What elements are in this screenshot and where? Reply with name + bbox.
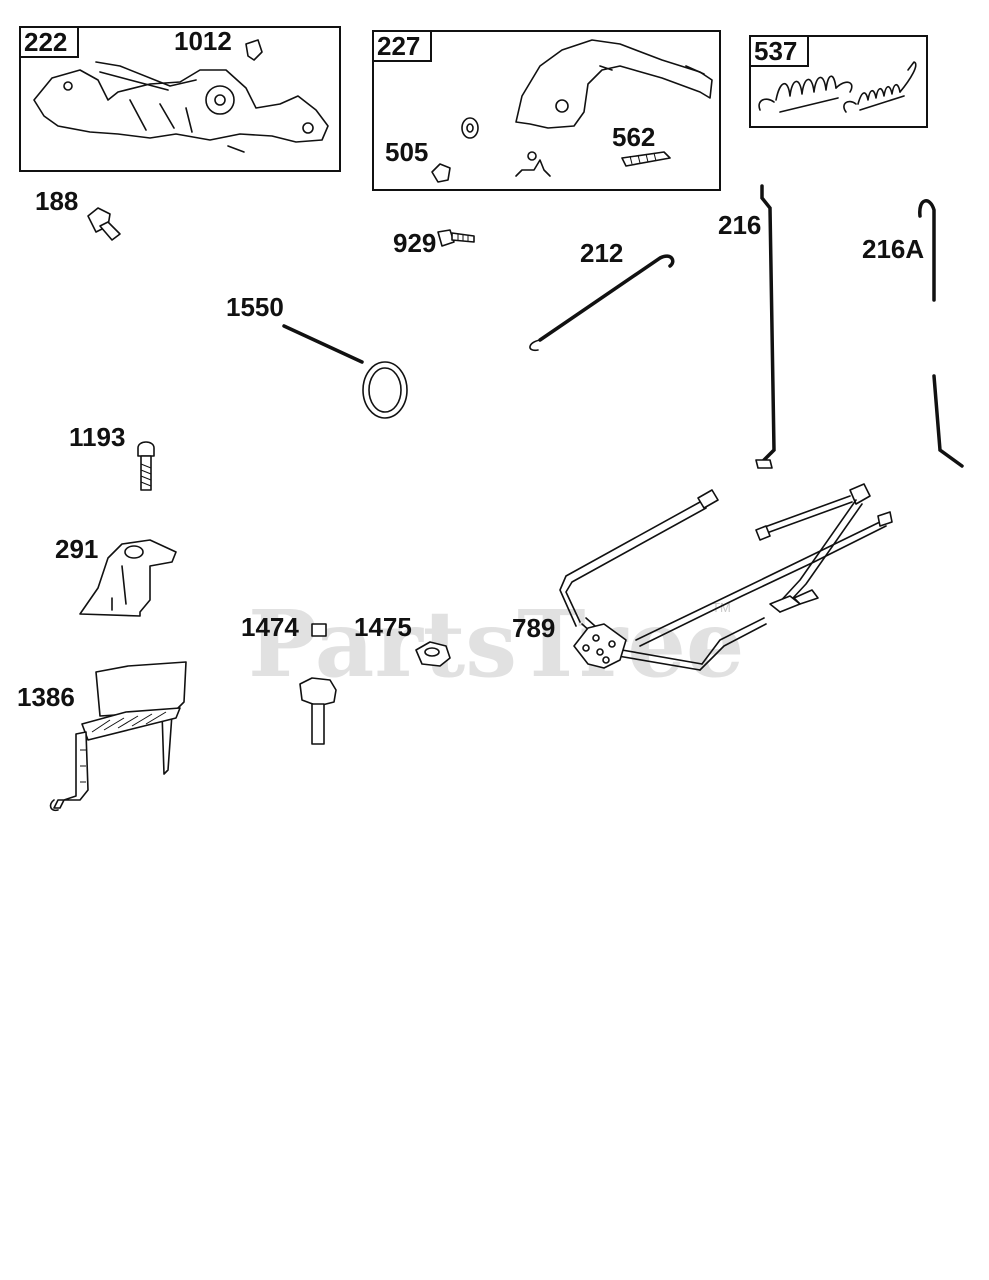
throttle-link-216 (760, 184, 776, 462)
part-group-537[interactable]: 537 (749, 35, 928, 128)
part-label-1474: 1474 (241, 612, 299, 642)
stud-1474-shank (311, 703, 325, 745)
part-label-929: 929 (393, 228, 436, 258)
part-label-505: 505 (385, 137, 428, 167)
part-label-562: 562 (612, 122, 655, 152)
stud-1474-top (311, 623, 327, 637)
part-label-291: 291 (55, 534, 98, 564)
part-group-222[interactable]: 222 1012 (19, 26, 341, 172)
part-group-227[interactable]: 227 505 562 (372, 30, 721, 191)
throttle-link-216A (918, 199, 936, 302)
part-group-1193[interactable]: 1193 (69, 422, 155, 491)
part-label-216: 216 (718, 210, 761, 240)
part-group-188[interactable]: 188 (35, 186, 121, 241)
screw-929-head (437, 229, 455, 247)
part-group-1386[interactable]: 1386 (17, 661, 187, 812)
part-label-227: 227 (377, 31, 420, 61)
part-group-1550[interactable]: 1550 (226, 292, 408, 419)
control-bracket-assembly (33, 39, 329, 153)
bolt-188-shank (99, 221, 121, 241)
part-group-789[interactable]: 789 (512, 483, 893, 671)
part-group-1474[interactable]: 1474 (241, 612, 337, 745)
screw-1193-head (137, 441, 155, 457)
part-label-1386: 1386 (17, 682, 75, 712)
part-group-929[interactable]: 929 (393, 228, 475, 258)
part-label-1475: 1475 (354, 612, 412, 642)
part-label-222: 222 (24, 27, 67, 57)
part-group-212[interactable]: 212 (529, 238, 675, 352)
part-label-789: 789 (512, 613, 555, 643)
part-label-212: 212 (580, 238, 623, 268)
part-label-1012: 1012 (174, 26, 232, 56)
part-box-222 (19, 26, 341, 172)
part-label-188: 188 (35, 186, 78, 216)
bracket-291 (79, 539, 177, 617)
part-box-537 (749, 35, 928, 128)
part-label-1193: 1193 (69, 422, 125, 452)
brake-cable-assembly-789 (559, 483, 893, 671)
governor-link-212 (538, 254, 675, 342)
part-label-216A: 216A (862, 234, 924, 264)
part-box-222-tag (19, 26, 79, 58)
control-lever (431, 39, 713, 183)
part-group-216A[interactable]: 216A (862, 199, 964, 468)
part-group-1475[interactable]: 1475 (354, 612, 451, 667)
part-label-537: 537 (754, 36, 797, 66)
part-box-227 (372, 30, 721, 191)
extension-springs (758, 61, 917, 113)
part-box-537-tag (749, 35, 809, 67)
part-group-216[interactable]: 216 (718, 184, 776, 469)
part-group-291[interactable]: 291 (55, 534, 177, 617)
governor-spring-1550 (282, 324, 364, 364)
part-box-227-tag (372, 30, 432, 62)
stud-1474-hex (299, 677, 337, 707)
part-label-1550: 1550 (226, 292, 284, 322)
